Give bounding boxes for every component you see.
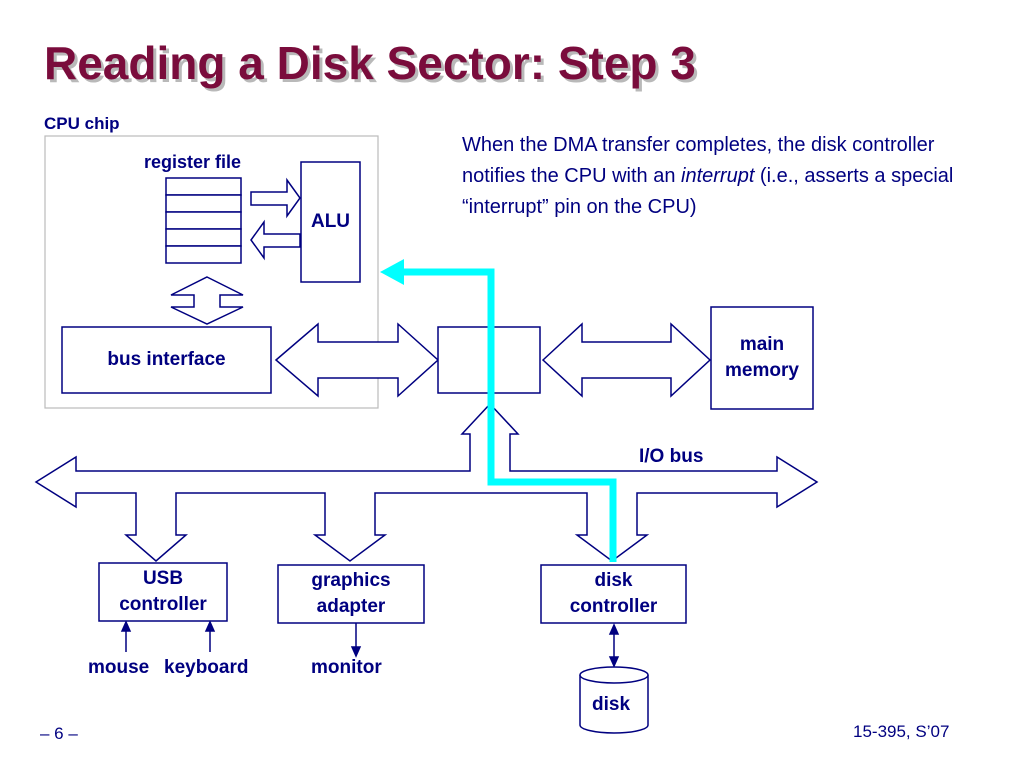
disk-label: disk xyxy=(592,694,631,715)
io-bus xyxy=(34,402,819,562)
disk-cylinder xyxy=(579,675,649,734)
disk-cylinder-top xyxy=(579,666,649,684)
monitor-label: monitor xyxy=(311,657,382,678)
disk-arrow-down-head xyxy=(608,656,620,668)
reg-bus-arrow xyxy=(170,276,244,325)
disk-controller-box xyxy=(540,564,687,624)
slide-title: Reading a Disk Sector: Step 3 xyxy=(44,37,696,89)
interrupt-arrow-head xyxy=(380,259,404,285)
io-bus-label: I/O bus xyxy=(639,446,704,467)
cpu-chip-label: CPU chip xyxy=(44,114,120,133)
disk-controller-label: disk controller xyxy=(569,570,658,617)
bus-interface-box xyxy=(61,326,272,394)
course-label: 15-395, S’07 xyxy=(853,722,950,741)
keyboard-arrow-head xyxy=(204,620,216,632)
usb-controller-box xyxy=(98,562,228,622)
graphics-adapter-label: graphics adapter xyxy=(311,570,391,617)
alu-label: ALU xyxy=(310,211,351,232)
bus-bridge-arrow xyxy=(274,322,440,398)
mouse-arrow-head xyxy=(120,620,132,632)
main-memory-box xyxy=(710,306,814,410)
interrupt-path xyxy=(402,268,617,562)
graphics-adapter-box xyxy=(277,564,425,624)
main-memory-label: main memory xyxy=(725,334,799,381)
bus-interface-label: bus interface xyxy=(107,349,226,370)
register-file xyxy=(165,177,242,264)
monitor-arrow-head xyxy=(350,646,362,658)
mouse-label: mouse xyxy=(88,657,150,678)
alu-box xyxy=(300,161,361,283)
page-number: – 6 – xyxy=(40,724,78,743)
description-part2: (i.e., asserts a special “interrupt” pin… xyxy=(462,165,954,218)
description-part1: When the DMA transfer completes, the dis… xyxy=(462,134,935,187)
usb-controller-label: USB controller xyxy=(119,568,207,615)
cpu-chip-outline xyxy=(44,135,379,409)
alu-to-reg-arrow xyxy=(250,219,301,261)
keyboard-label: keyboard xyxy=(164,657,249,678)
disk-arrow-up-head xyxy=(608,623,620,635)
register-file-label: register file xyxy=(144,152,242,172)
reg-to-alu-arrow xyxy=(250,177,301,219)
bridge-memory-arrow xyxy=(541,322,712,398)
description-emphasis: interrupt xyxy=(681,165,755,187)
description-text: When the DMA transfer completes, the dis… xyxy=(462,130,962,223)
